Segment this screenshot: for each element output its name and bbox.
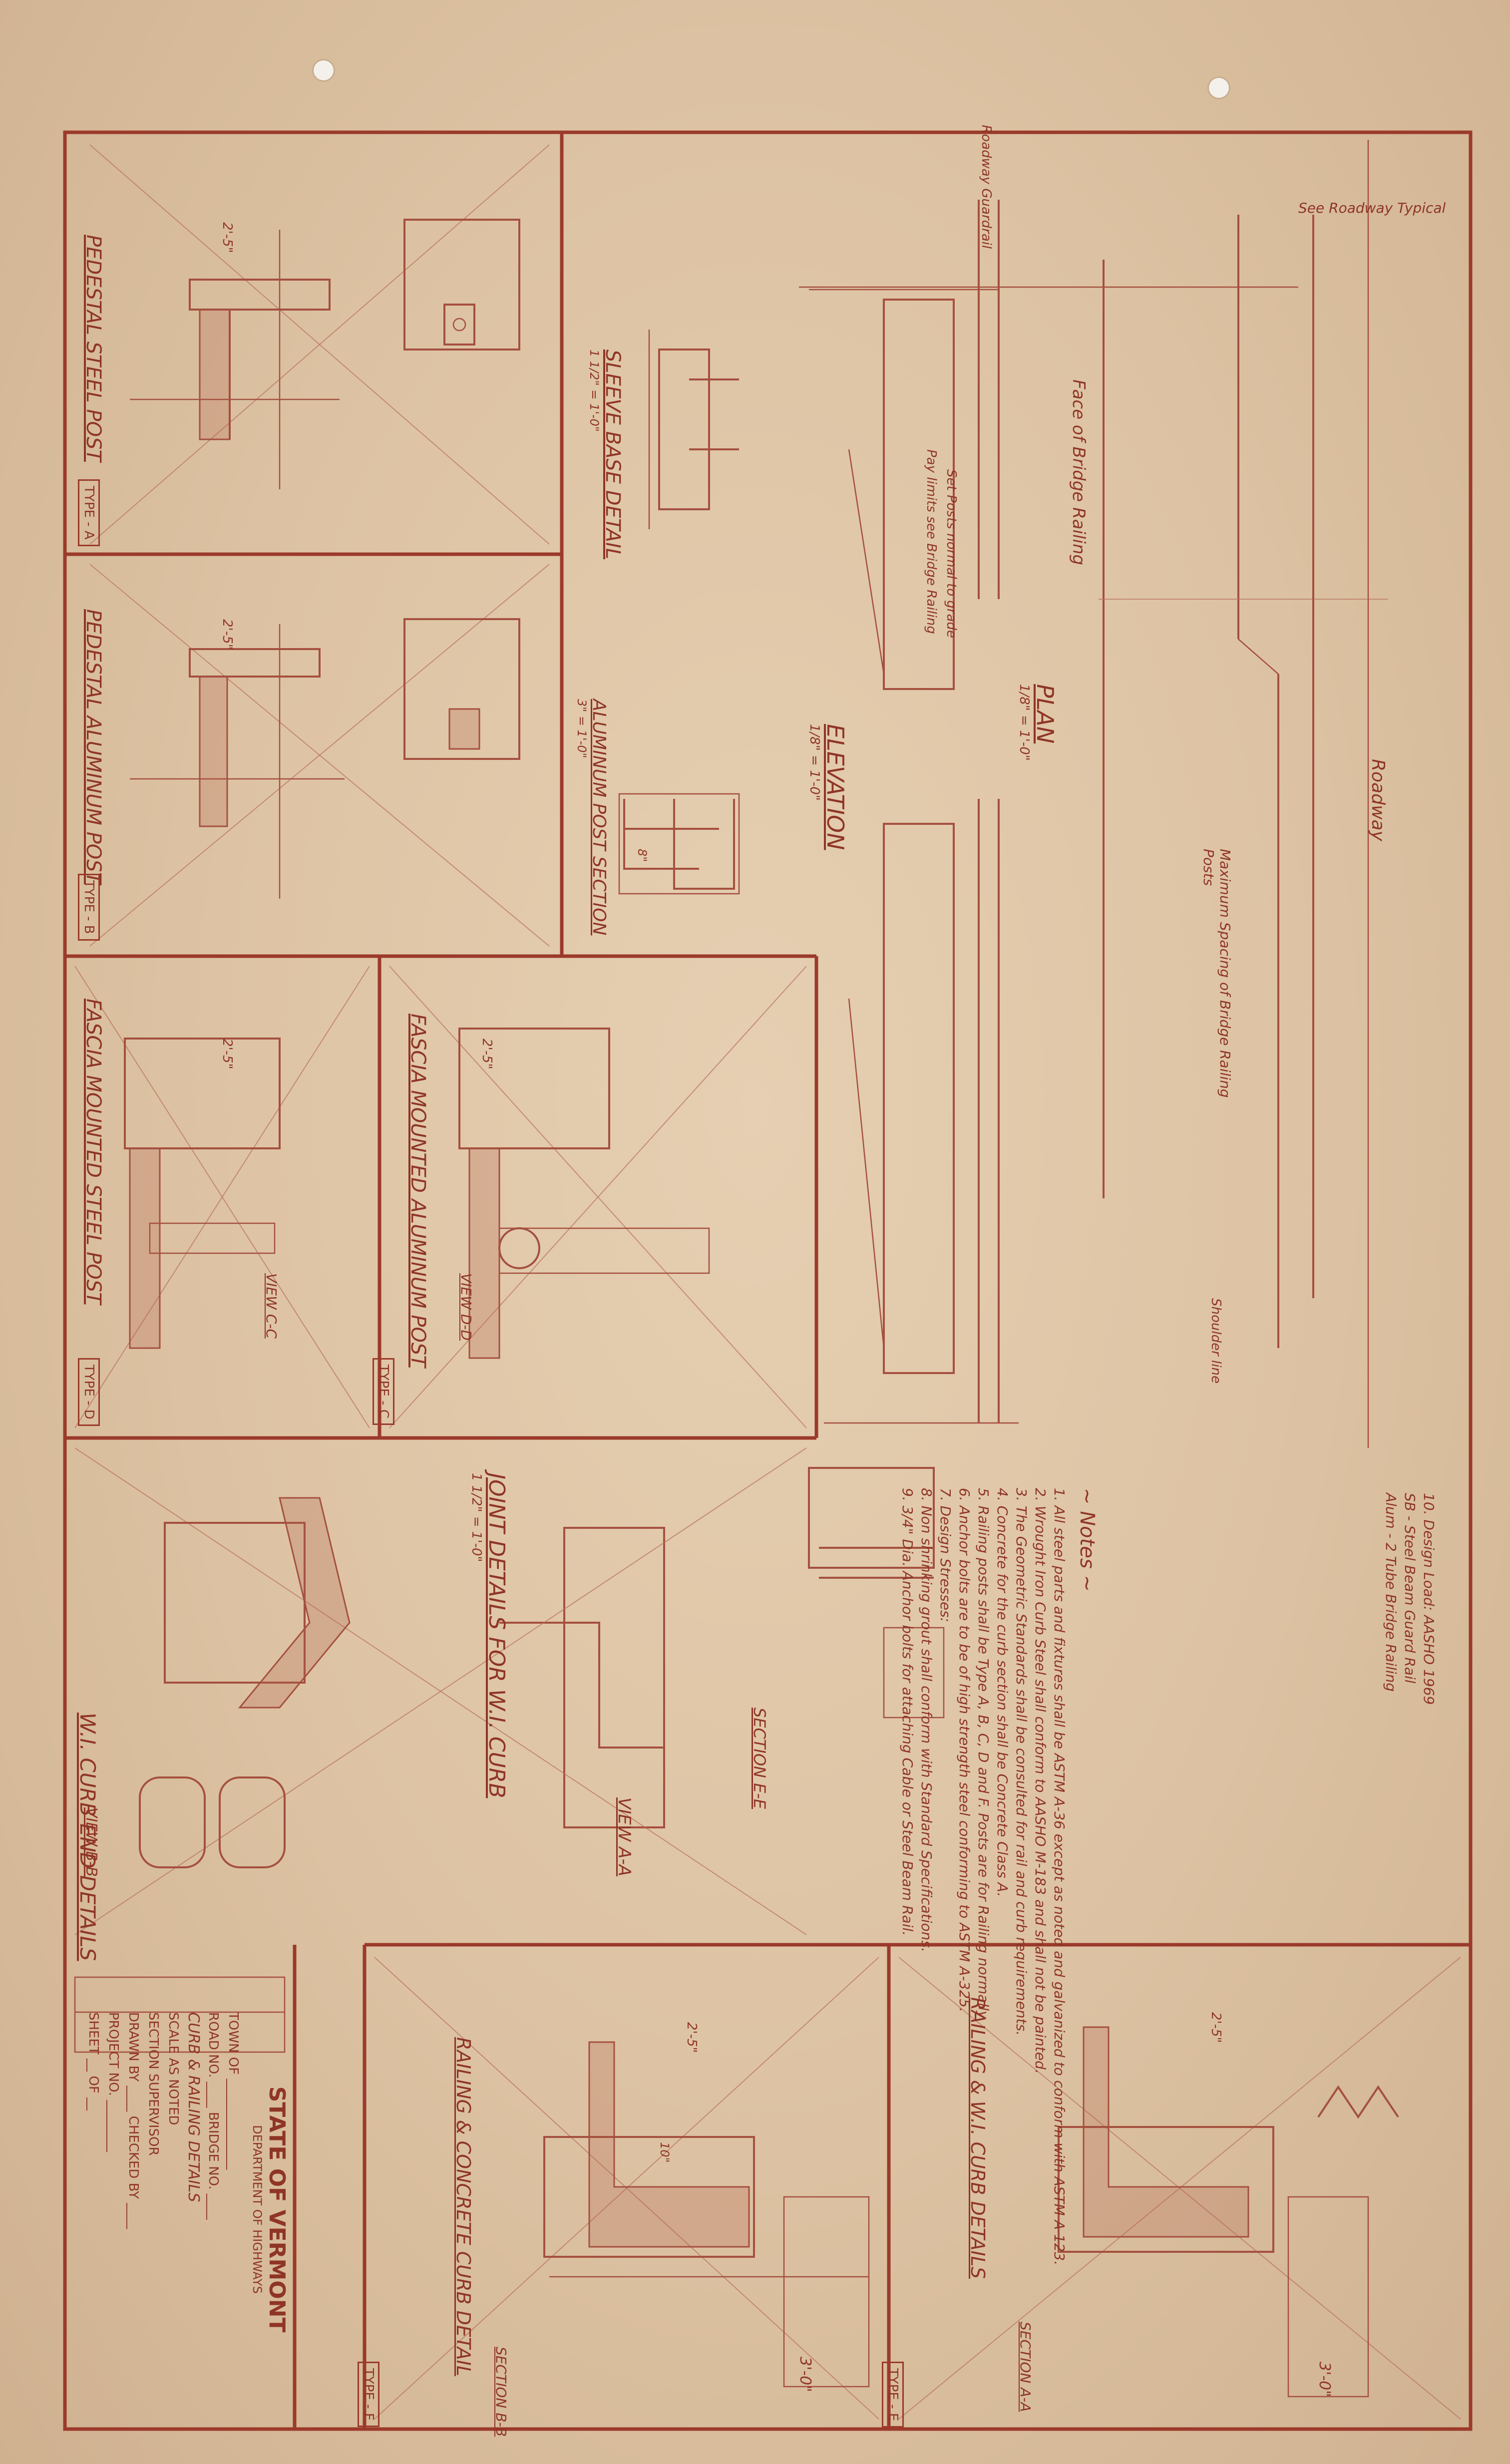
outer-border [63,130,1473,2431]
punch-hole [1207,76,1230,99]
elevation-view [809,200,1019,1424]
wi-curb-end-details [74,1447,807,1935]
joint-details [499,1467,945,1828]
pedestal-steel-post-detail [89,144,550,545]
fascia-aluminum-post-detail [389,966,807,1428]
aluminum-post-section [618,793,740,895]
pedestal-aluminum-post-detail [89,564,550,947]
railing-wi-curb-detail [898,1957,1461,2420]
railing-concrete-curb-detail [374,1957,879,2420]
approval-stamp [74,1976,286,2053]
plan-view [799,140,1388,1448]
punch-hole [312,59,335,82]
sleeve-base-detail [648,330,739,529]
fascia-steel-post-detail [74,966,370,1428]
